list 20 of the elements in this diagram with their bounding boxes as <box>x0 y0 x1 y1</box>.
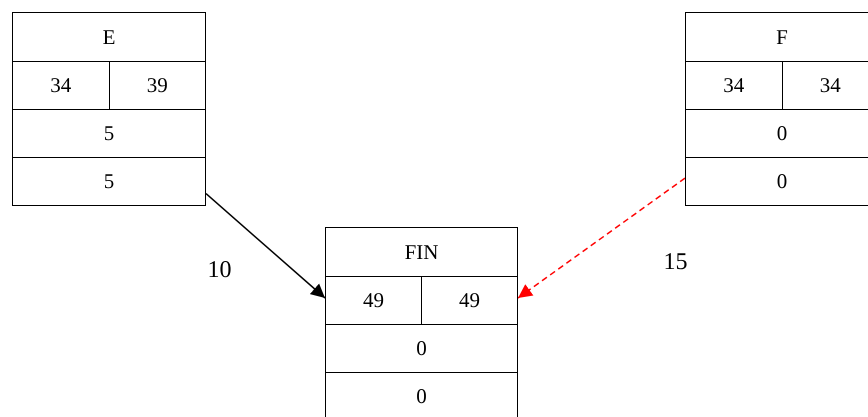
record-field: 0 <box>326 372 517 417</box>
activity-name: F <box>775 24 789 50</box>
arrow <box>518 178 686 299</box>
activity-name: E <box>102 24 116 50</box>
record-field: 49 <box>326 276 421 324</box>
record-node <box>685 12 868 206</box>
arrow <box>206 193 326 299</box>
record-node <box>325 227 518 417</box>
record-field: 34 <box>782 61 868 109</box>
record-field: 34 <box>686 61 782 109</box>
record-node <box>12 12 206 206</box>
record-field: 5 <box>13 157 205 205</box>
record-field: 0 <box>326 324 517 372</box>
record-field: 5 <box>13 109 205 157</box>
record-field: 39 <box>108 61 205 109</box>
record-field: 49 <box>421 276 517 324</box>
record-field: 0 <box>686 157 868 205</box>
activity-name: FIN <box>404 238 440 266</box>
record-field: 34 <box>13 61 108 109</box>
record-field: 0 <box>686 109 868 157</box>
